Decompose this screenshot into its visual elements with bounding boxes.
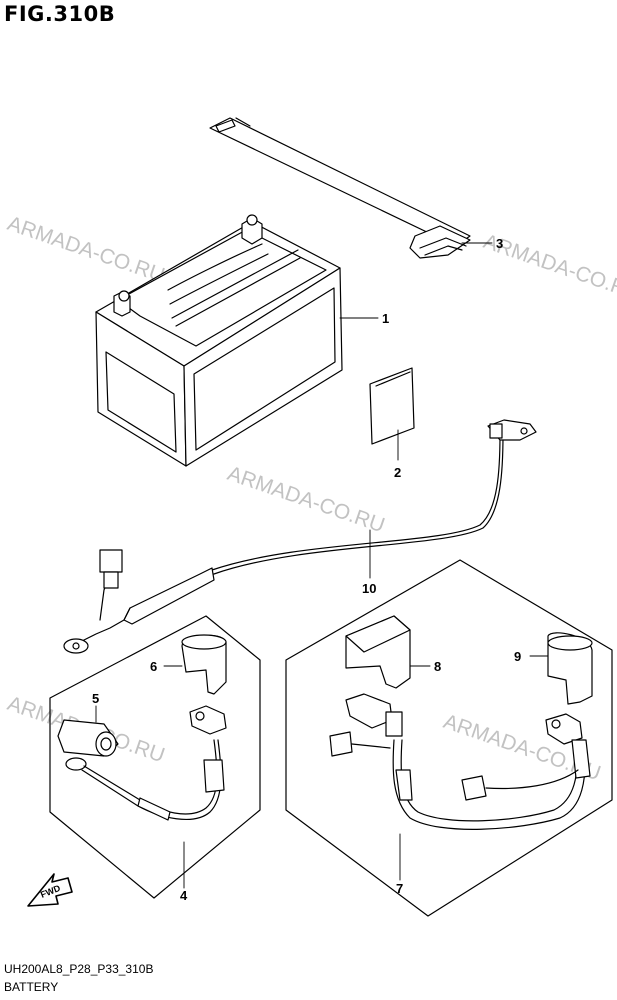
callout-5: 5 bbox=[92, 691, 99, 706]
callout-7: 7 bbox=[396, 881, 403, 896]
figure-caption: BATTERY bbox=[4, 980, 59, 994]
cover-6 bbox=[181, 634, 227, 695]
callout-6: 6 bbox=[150, 659, 157, 674]
callout-10: 10 bbox=[362, 581, 376, 596]
battery-label-sheet bbox=[369, 367, 415, 445]
callout-3: 3 bbox=[496, 236, 503, 251]
cover-5 bbox=[57, 719, 119, 757]
callout-1: 1 bbox=[382, 311, 389, 326]
lead-wire-10 bbox=[63, 419, 537, 654]
callout-2: 2 bbox=[394, 465, 401, 480]
cover-8 bbox=[345, 615, 411, 689]
leader-lines bbox=[95, 242, 549, 889]
lead-wire-7 bbox=[329, 693, 591, 830]
fwd-arrow-icon: FWD bbox=[27, 873, 73, 907]
figure-code: UH200AL8_P28_P33_310B bbox=[4, 962, 154, 976]
cover-9 bbox=[547, 632, 593, 705]
callout-8: 8 bbox=[434, 659, 441, 674]
battery-strap bbox=[209, 117, 471, 259]
callout-9: 9 bbox=[514, 649, 521, 664]
sub-assembly-box-left bbox=[49, 615, 261, 899]
callout-4: 4 bbox=[180, 888, 188, 903]
sub-assembly-box-right bbox=[285, 559, 613, 917]
lead-wire-4 bbox=[65, 705, 227, 821]
battery bbox=[95, 214, 343, 467]
figure-title: FIG.310B bbox=[4, 2, 116, 26]
